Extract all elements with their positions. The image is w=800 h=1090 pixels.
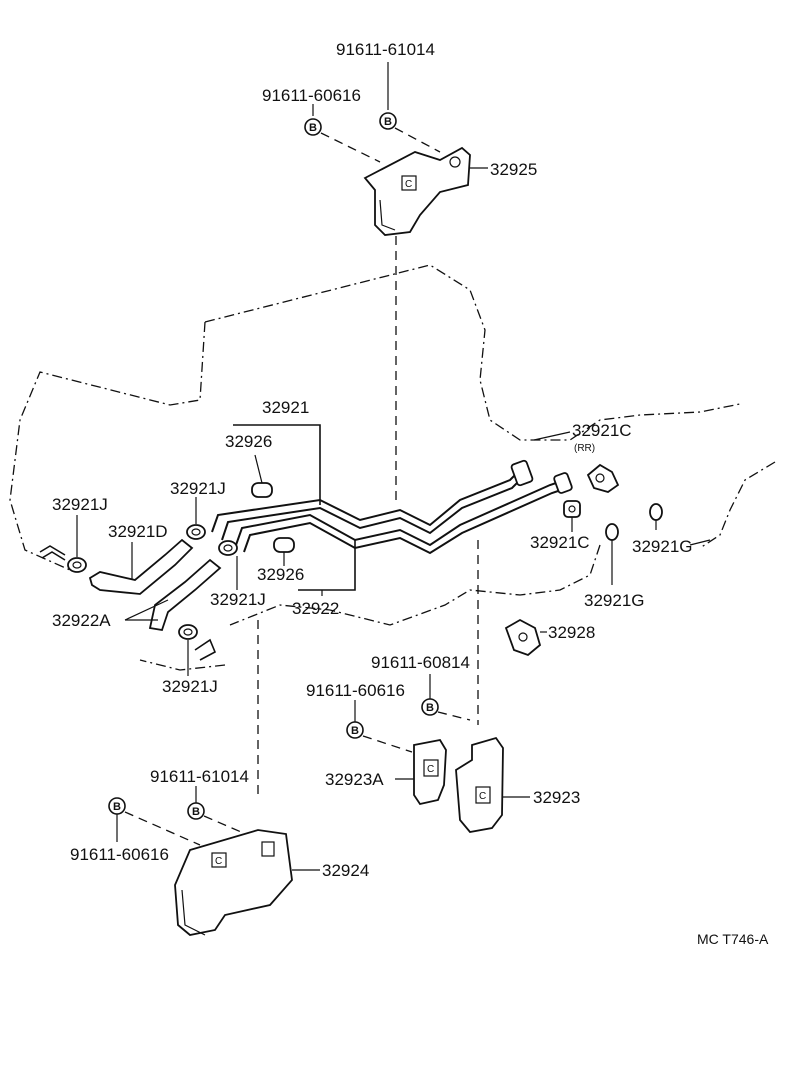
bolt-91611-60814-mid[interactable]: B [421, 698, 439, 716]
gasket-32921G-a[interactable] [649, 503, 663, 521]
hose-32926-upper[interactable] [251, 482, 273, 498]
clip-32921J-c[interactable] [218, 540, 238, 556]
label-32923A: 32923A [325, 770, 384, 789]
svg-text:C: C [215, 856, 222, 867]
bolt-91611-61014-bot[interactable]: B [187, 802, 205, 820]
tube-32921[interactable] [211, 459, 534, 541]
label-32921J-b: 32921J [170, 479, 226, 498]
hose-32922A[interactable] [148, 558, 222, 632]
svg-text:B: B [351, 725, 359, 737]
diagram-code: MC T746-A [697, 931, 769, 947]
clamp-32928[interactable] [504, 618, 542, 657]
label-32928: 32928 [548, 623, 595, 642]
label-91611-61014-top: 91611-61014 [336, 40, 435, 59]
hose-32926-lower[interactable] [273, 537, 295, 553]
bolt-91611-60616-mid[interactable]: B [346, 721, 364, 739]
clip-32921J-a[interactable] [67, 557, 87, 573]
label-91611-60616-top: 91611-60616 [262, 86, 361, 105]
label-91611-60616-bot: 91611-60616 [70, 845, 169, 864]
clip-32921J-b[interactable] [186, 524, 206, 540]
label-32921J-a: 32921J [52, 495, 108, 514]
label-32921: 32921 [262, 398, 309, 417]
gasket-32921G-b[interactable] [605, 523, 619, 541]
bracket-32925[interactable]: C [363, 146, 471, 236]
label-32925: 32925 [490, 160, 537, 179]
label-32921C: 32921C [530, 533, 590, 552]
label-32921C-rr: 32921C [572, 421, 632, 440]
label-91611-60814-mid: 91611-60814 [371, 653, 470, 672]
union-32921C[interactable] [563, 500, 581, 518]
label-32921G-b: 32921G [584, 591, 645, 610]
label-32926-lower: 32926 [257, 565, 304, 584]
transmission-outline [9, 264, 776, 671]
label-32921J-d: 32921J [162, 677, 218, 696]
bracket-32923[interactable]: C [455, 736, 504, 833]
hose-32921D[interactable] [88, 538, 194, 595]
label-32923: 32923 [533, 788, 580, 807]
tube-32922[interactable] [235, 472, 573, 555]
union-32921C-rr[interactable] [586, 463, 620, 493]
label-32921G-a: 32921G [632, 537, 693, 556]
bracket-32924[interactable]: C [174, 829, 293, 936]
bolt-91611-60616-top[interactable]: B [304, 118, 322, 136]
svg-text:C: C [405, 179, 412, 190]
label-32926-upper: 32926 [225, 432, 272, 451]
svg-text:B: B [384, 116, 392, 128]
label-32924: 32924 [322, 861, 369, 880]
svg-text:C: C [427, 764, 434, 775]
clip-32921J-d[interactable] [178, 624, 198, 640]
svg-text:B: B [113, 801, 121, 813]
svg-text:B: B [192, 806, 200, 818]
bolt-91611-61014-top[interactable]: B [379, 112, 397, 130]
svg-text:B: B [426, 702, 434, 714]
svg-text:C: C [479, 791, 486, 802]
bolt-91611-60616-bot[interactable]: B [108, 797, 126, 815]
label-32921D: 32921D [108, 522, 168, 541]
label-32922: 32922 [292, 599, 339, 618]
label-32921J-c: 32921J [210, 590, 266, 609]
label-rr-note: (RR) [574, 443, 595, 454]
label-91611-60616-mid: 91611-60616 [306, 681, 405, 700]
label-32922A: 32922A [52, 611, 111, 630]
svg-text:B: B [309, 122, 317, 134]
bracket-32923A[interactable]: C [413, 738, 447, 806]
label-91611-61014-bot: 91611-61014 [150, 767, 249, 786]
